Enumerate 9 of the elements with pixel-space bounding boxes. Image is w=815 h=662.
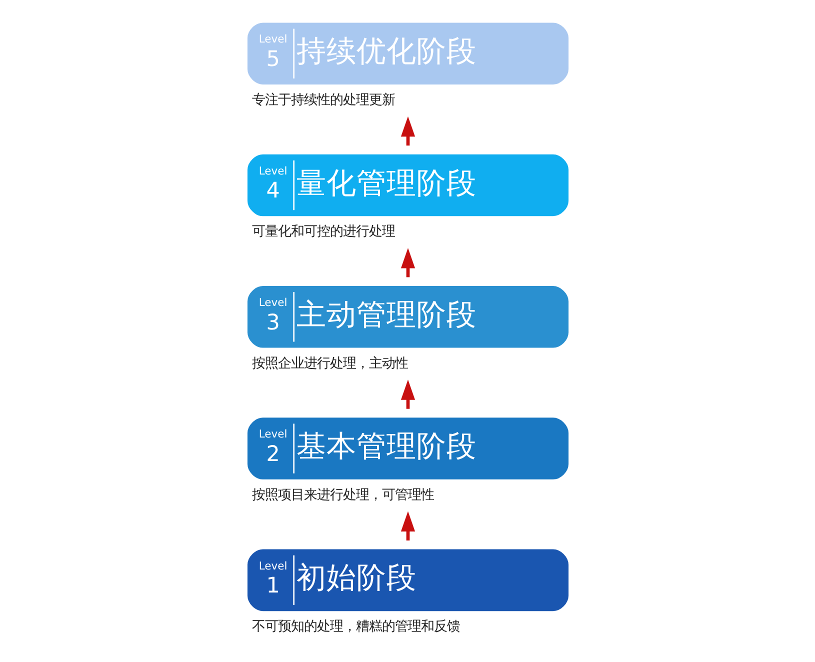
node-label: 按照企业进行处理，主动性 — [252, 356, 408, 372]
arrow — [400, 116, 415, 146]
node-label: 专注于持续性的处理更新 — [252, 92, 395, 108]
node-label: 可量化和可控的进行处理 — [252, 224, 395, 240]
arrow — [400, 380, 415, 409]
arrow — [400, 511, 415, 540]
arrow — [400, 248, 415, 278]
node-label: 按照项目来进行处理，可管理性 — [252, 488, 434, 503]
node-label: 不可预知的处理，糟糕的管理和反馈 — [252, 620, 460, 635]
